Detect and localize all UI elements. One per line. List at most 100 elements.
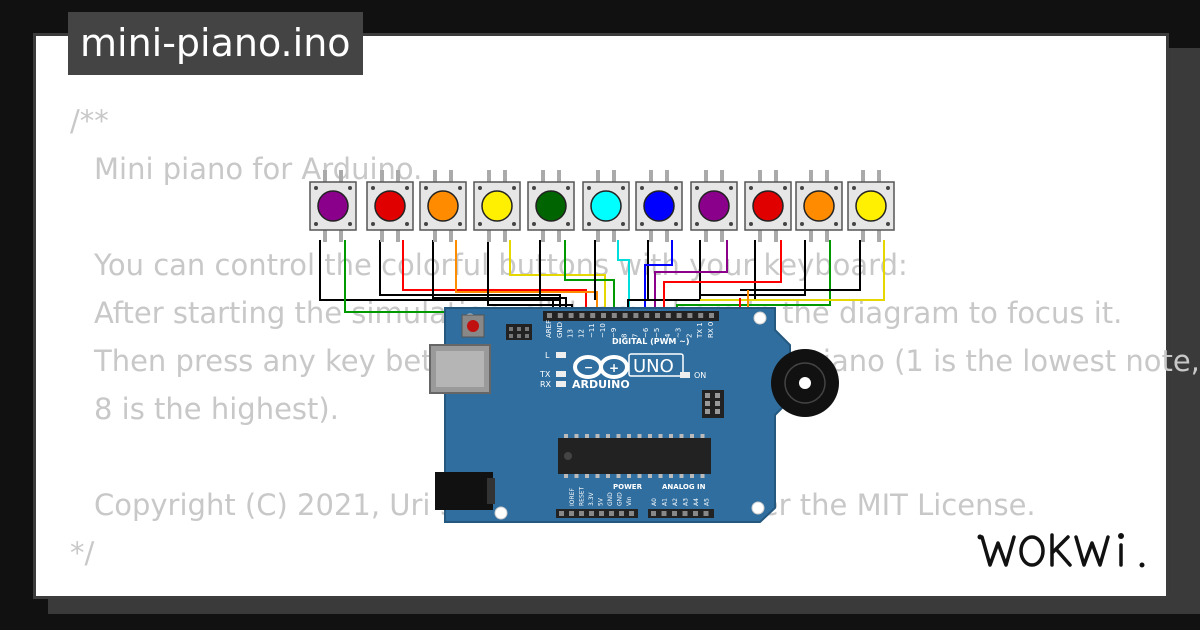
pin-label: A2 xyxy=(672,498,679,506)
code-line: /** xyxy=(70,104,109,138)
pin-label: GND xyxy=(617,492,624,506)
pin-label: A4 xyxy=(693,498,700,506)
digital-header xyxy=(543,311,719,321)
wire xyxy=(432,240,567,313)
code-line: 8 is the highest). xyxy=(94,392,339,426)
header-pin[interactable] xyxy=(709,313,714,318)
pin-label: ~6 xyxy=(642,327,650,338)
on-label: ON xyxy=(694,371,706,380)
pushbutton[interactable] xyxy=(527,170,575,242)
pin-label: RX 0 xyxy=(707,322,715,338)
rx-label: RX xyxy=(540,380,552,389)
power-header xyxy=(556,509,638,518)
header-pin[interactable] xyxy=(590,313,596,318)
pin-label: GND xyxy=(607,492,614,506)
header-pin[interactable] xyxy=(619,511,624,516)
power-label: POWER xyxy=(613,483,643,491)
rx-led xyxy=(556,381,566,387)
wire xyxy=(319,240,554,313)
wire xyxy=(402,240,587,313)
pin-label: GND xyxy=(556,322,564,338)
pin-label: TX 1 xyxy=(696,322,704,339)
header-pin[interactable] xyxy=(579,511,584,516)
code-comment-block: /** Mini piano for Arduino. You can cont… xyxy=(70,104,1200,584)
pushbutton[interactable] xyxy=(635,170,683,242)
wokwi-logo-icon xyxy=(977,533,1145,568)
pin-label: RESET xyxy=(579,486,586,506)
header-pin[interactable] xyxy=(693,511,698,516)
tx-led xyxy=(556,371,566,377)
pin-label: A5 xyxy=(704,498,711,506)
pin-label: 12 xyxy=(577,329,585,338)
header-pin[interactable] xyxy=(651,511,656,516)
pushbutton[interactable] xyxy=(473,170,521,242)
header-pin[interactable] xyxy=(579,313,585,318)
pin-label: AREF xyxy=(545,320,553,338)
code-line: Mini piano for Arduino. xyxy=(94,152,423,186)
l-led xyxy=(556,352,566,358)
header-pin[interactable] xyxy=(665,313,671,318)
wire xyxy=(379,240,561,313)
piezo-buzzer[interactable] xyxy=(771,349,839,417)
header-pin[interactable] xyxy=(609,511,614,516)
pin-label: A3 xyxy=(683,498,690,506)
header-pin[interactable] xyxy=(682,511,688,516)
header-pin[interactable] xyxy=(569,511,574,516)
pushbutton[interactable] xyxy=(690,170,738,242)
header-pin[interactable] xyxy=(568,313,574,318)
wire xyxy=(654,240,728,313)
header-pin[interactable] xyxy=(557,313,563,318)
header-pin[interactable] xyxy=(633,313,639,318)
pin-label: A1 xyxy=(662,498,669,506)
board-model: UNO xyxy=(633,356,674,377)
pin-label: ~10 xyxy=(599,323,607,338)
header-pin[interactable] xyxy=(655,313,660,318)
header-pin[interactable] xyxy=(672,511,677,516)
pushbuttons[interactable] xyxy=(309,170,895,242)
analog-label: ANALOG IN xyxy=(662,483,706,491)
pushbutton[interactable] xyxy=(366,170,414,242)
pin-label: 3.3V xyxy=(588,491,595,506)
header-pin[interactable] xyxy=(703,511,709,516)
header-pin[interactable] xyxy=(687,313,693,318)
pin-label: 5V xyxy=(598,497,605,506)
pin-label: IOREF xyxy=(569,488,576,506)
header-pin[interactable] xyxy=(698,313,704,318)
header-pin[interactable] xyxy=(661,511,667,516)
header-pin[interactable] xyxy=(559,511,564,516)
header-pin[interactable] xyxy=(601,313,606,318)
pin-label: ~11 xyxy=(588,323,596,338)
wire xyxy=(509,240,606,313)
arduino-brand: ARDUINO xyxy=(572,378,630,391)
pin-label: 4 xyxy=(664,333,672,338)
wire xyxy=(700,240,885,301)
header-pin[interactable] xyxy=(599,511,604,516)
pushbutton[interactable] xyxy=(582,170,630,242)
header-pin[interactable] xyxy=(611,313,617,318)
wire xyxy=(455,240,598,313)
sketch-title[interactable]: mini-piano.ino xyxy=(68,12,363,75)
pushbutton[interactable] xyxy=(744,170,792,242)
code-line: */ xyxy=(70,536,95,570)
header-pin[interactable] xyxy=(547,313,552,318)
header-pin[interactable] xyxy=(629,511,634,516)
header-pin[interactable] xyxy=(589,511,594,516)
pushbutton[interactable] xyxy=(419,170,467,242)
pin-label: 13 xyxy=(567,329,575,338)
pushbutton[interactable] xyxy=(309,170,357,242)
header-pin[interactable] xyxy=(622,313,628,318)
pin-label: 8 xyxy=(621,334,629,338)
wire xyxy=(663,240,782,313)
header-pin[interactable] xyxy=(644,313,650,318)
pushbutton[interactable] xyxy=(795,170,843,242)
pushbutton[interactable] xyxy=(847,170,895,242)
svg-text:−: − xyxy=(584,361,593,374)
digital-label: DIGITAL (PWM ~) xyxy=(612,337,690,346)
svg-text:+: + xyxy=(609,361,619,375)
header-pin[interactable] xyxy=(676,313,682,318)
tx-label: TX xyxy=(539,370,551,379)
wire xyxy=(700,240,806,296)
wire xyxy=(617,240,630,313)
